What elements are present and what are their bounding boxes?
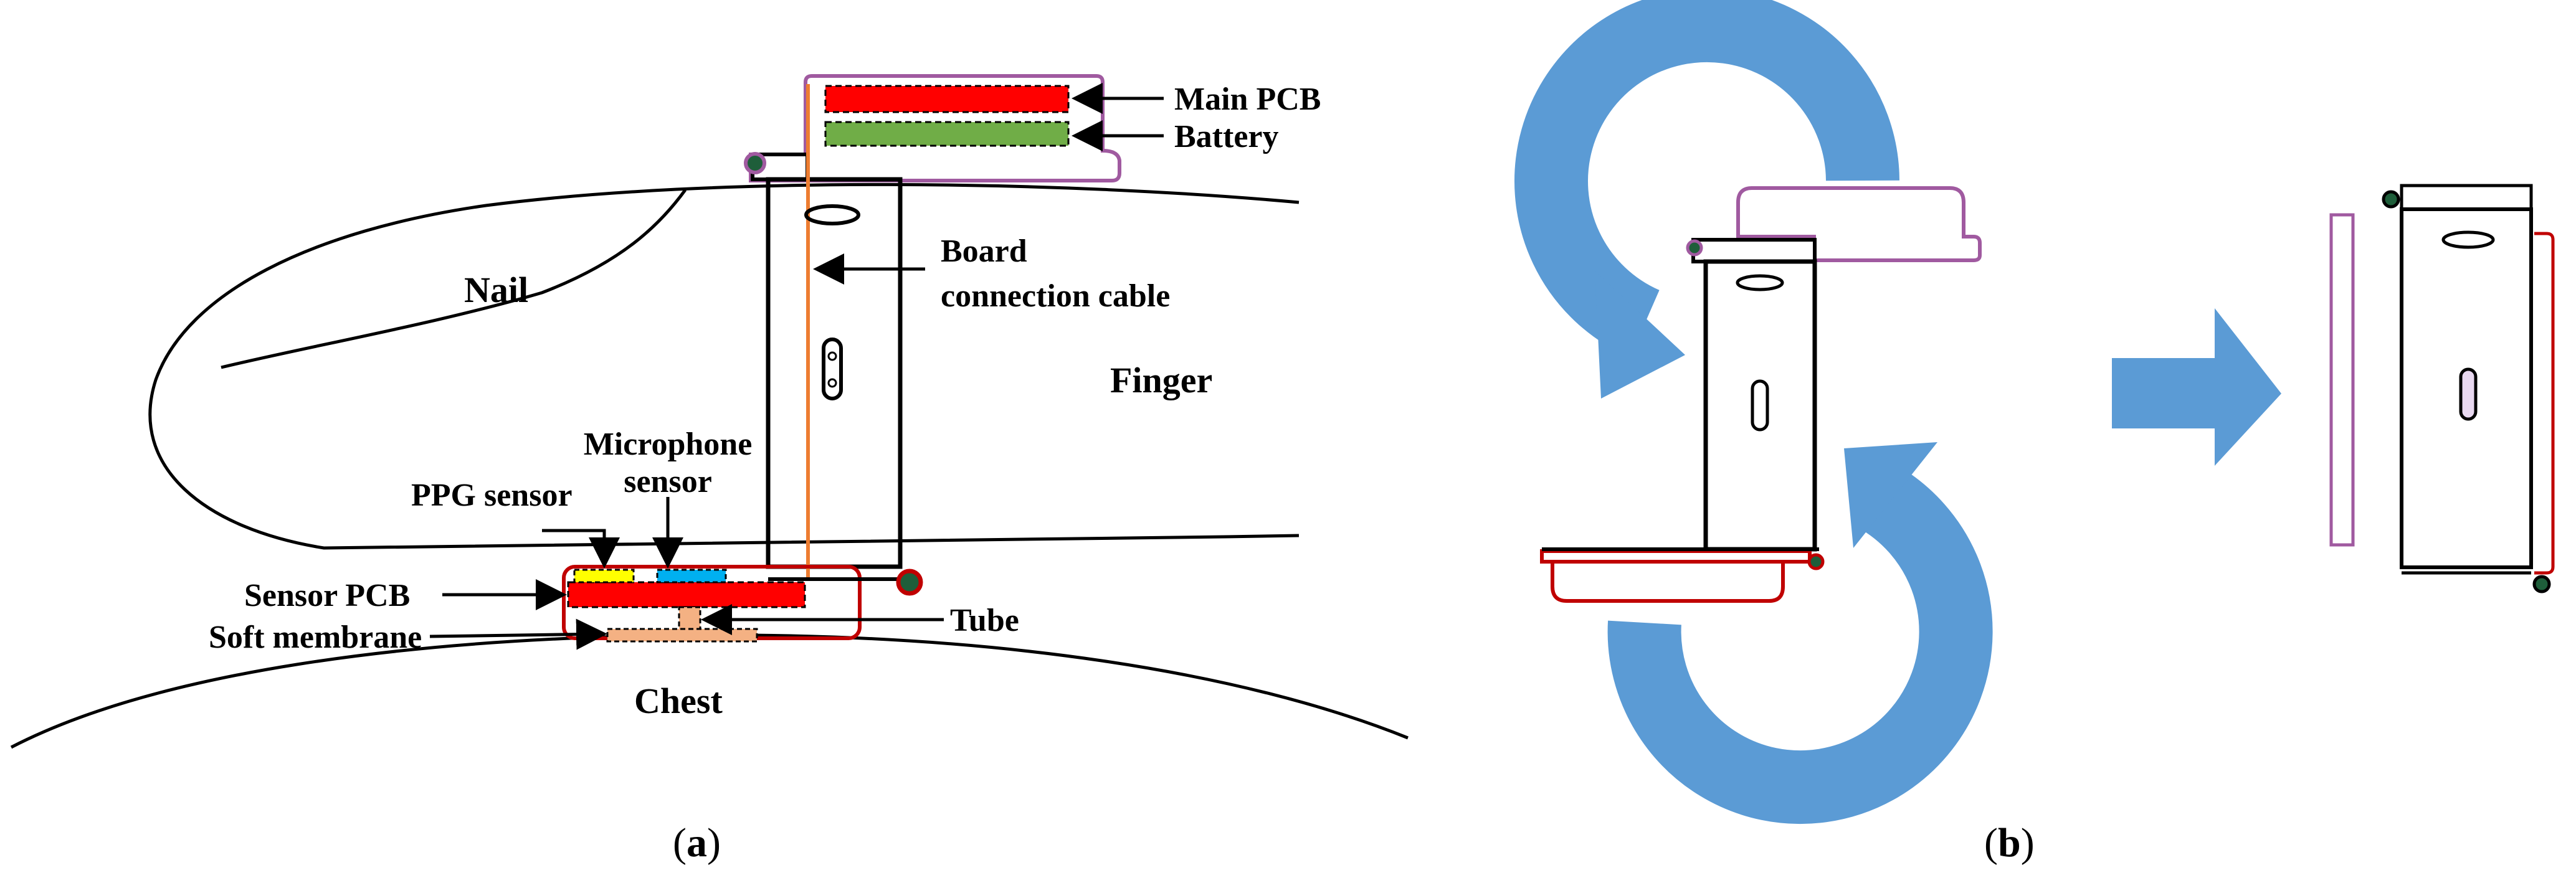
label-finger: Finger [1110, 360, 1212, 400]
label-tube: Tube [950, 603, 1019, 638]
label-main-pcb: Main PCB [1174, 82, 1321, 117]
nail-outline [221, 189, 687, 369]
sensor-pcb [567, 581, 806, 608]
top-housing [749, 74, 1121, 182]
b-bottom-housing [1540, 549, 1812, 603]
tube [678, 606, 701, 633]
main-pcb [824, 85, 1070, 113]
folded-top-hinge [2382, 190, 2400, 209]
slot-dot-2 [827, 378, 837, 388]
bottom-hinge [896, 569, 923, 596]
label-nail: Nail [464, 270, 528, 310]
folded-bottom-hinge [2532, 575, 2551, 593]
b-slot-mid [1751, 379, 1769, 432]
vertical-connector [766, 177, 903, 569]
label-microphone-1: Microphone [584, 427, 753, 462]
b-top-bar [1691, 238, 1817, 263]
folded-purple-side [2329, 213, 2355, 547]
transition-arrow [2112, 308, 2281, 466]
connector-slot-mid [822, 338, 843, 400]
folded-slot-mid [2459, 367, 2478, 421]
label-board-cable-2: connection cable [941, 278, 1170, 314]
folded-top-cap [2400, 184, 2533, 211]
panel-b: (b) [1514, 0, 2555, 866]
b-bottom-hinge [1807, 553, 1825, 570]
arrow-soft-membrane [429, 618, 607, 650]
panel-a: Main PCB Battery Board connection cable … [10, 74, 1409, 866]
rotation-arrow-bottom [1607, 442, 1993, 824]
ppg-sensor [573, 569, 635, 583]
label-microphone-2: sensor [624, 464, 712, 499]
microphone-sensor [656, 569, 727, 583]
caption-a: (a) [673, 820, 721, 866]
top-hinge [744, 152, 766, 174]
b-slot-top [1736, 274, 1784, 291]
slot-dot-1 [827, 351, 837, 361]
arrow-ppg [542, 529, 620, 569]
rotation-arrow-top [1514, 0, 1899, 399]
folded-device [2329, 184, 2555, 593]
label-chest: Chest [634, 681, 723, 721]
b-top-housing [1736, 186, 1982, 262]
folded-slot-top [2441, 230, 2495, 249]
soft-membrane [606, 628, 758, 643]
folded-red-side [2534, 232, 2555, 575]
label-board-cable-1: Board [941, 234, 1027, 269]
b-vertical-connector [1703, 259, 1817, 552]
label-ppg-sensor: PPG sensor [411, 478, 573, 513]
label-soft-membrane: Soft membrane [209, 620, 422, 655]
connector-slot-top [804, 204, 860, 225]
label-battery: Battery [1174, 119, 1278, 154]
battery [824, 121, 1070, 147]
b-top-hinge [1686, 239, 1703, 257]
caption-b: (b) [1984, 820, 2035, 866]
label-sensor-pcb: Sensor PCB [244, 578, 410, 613]
